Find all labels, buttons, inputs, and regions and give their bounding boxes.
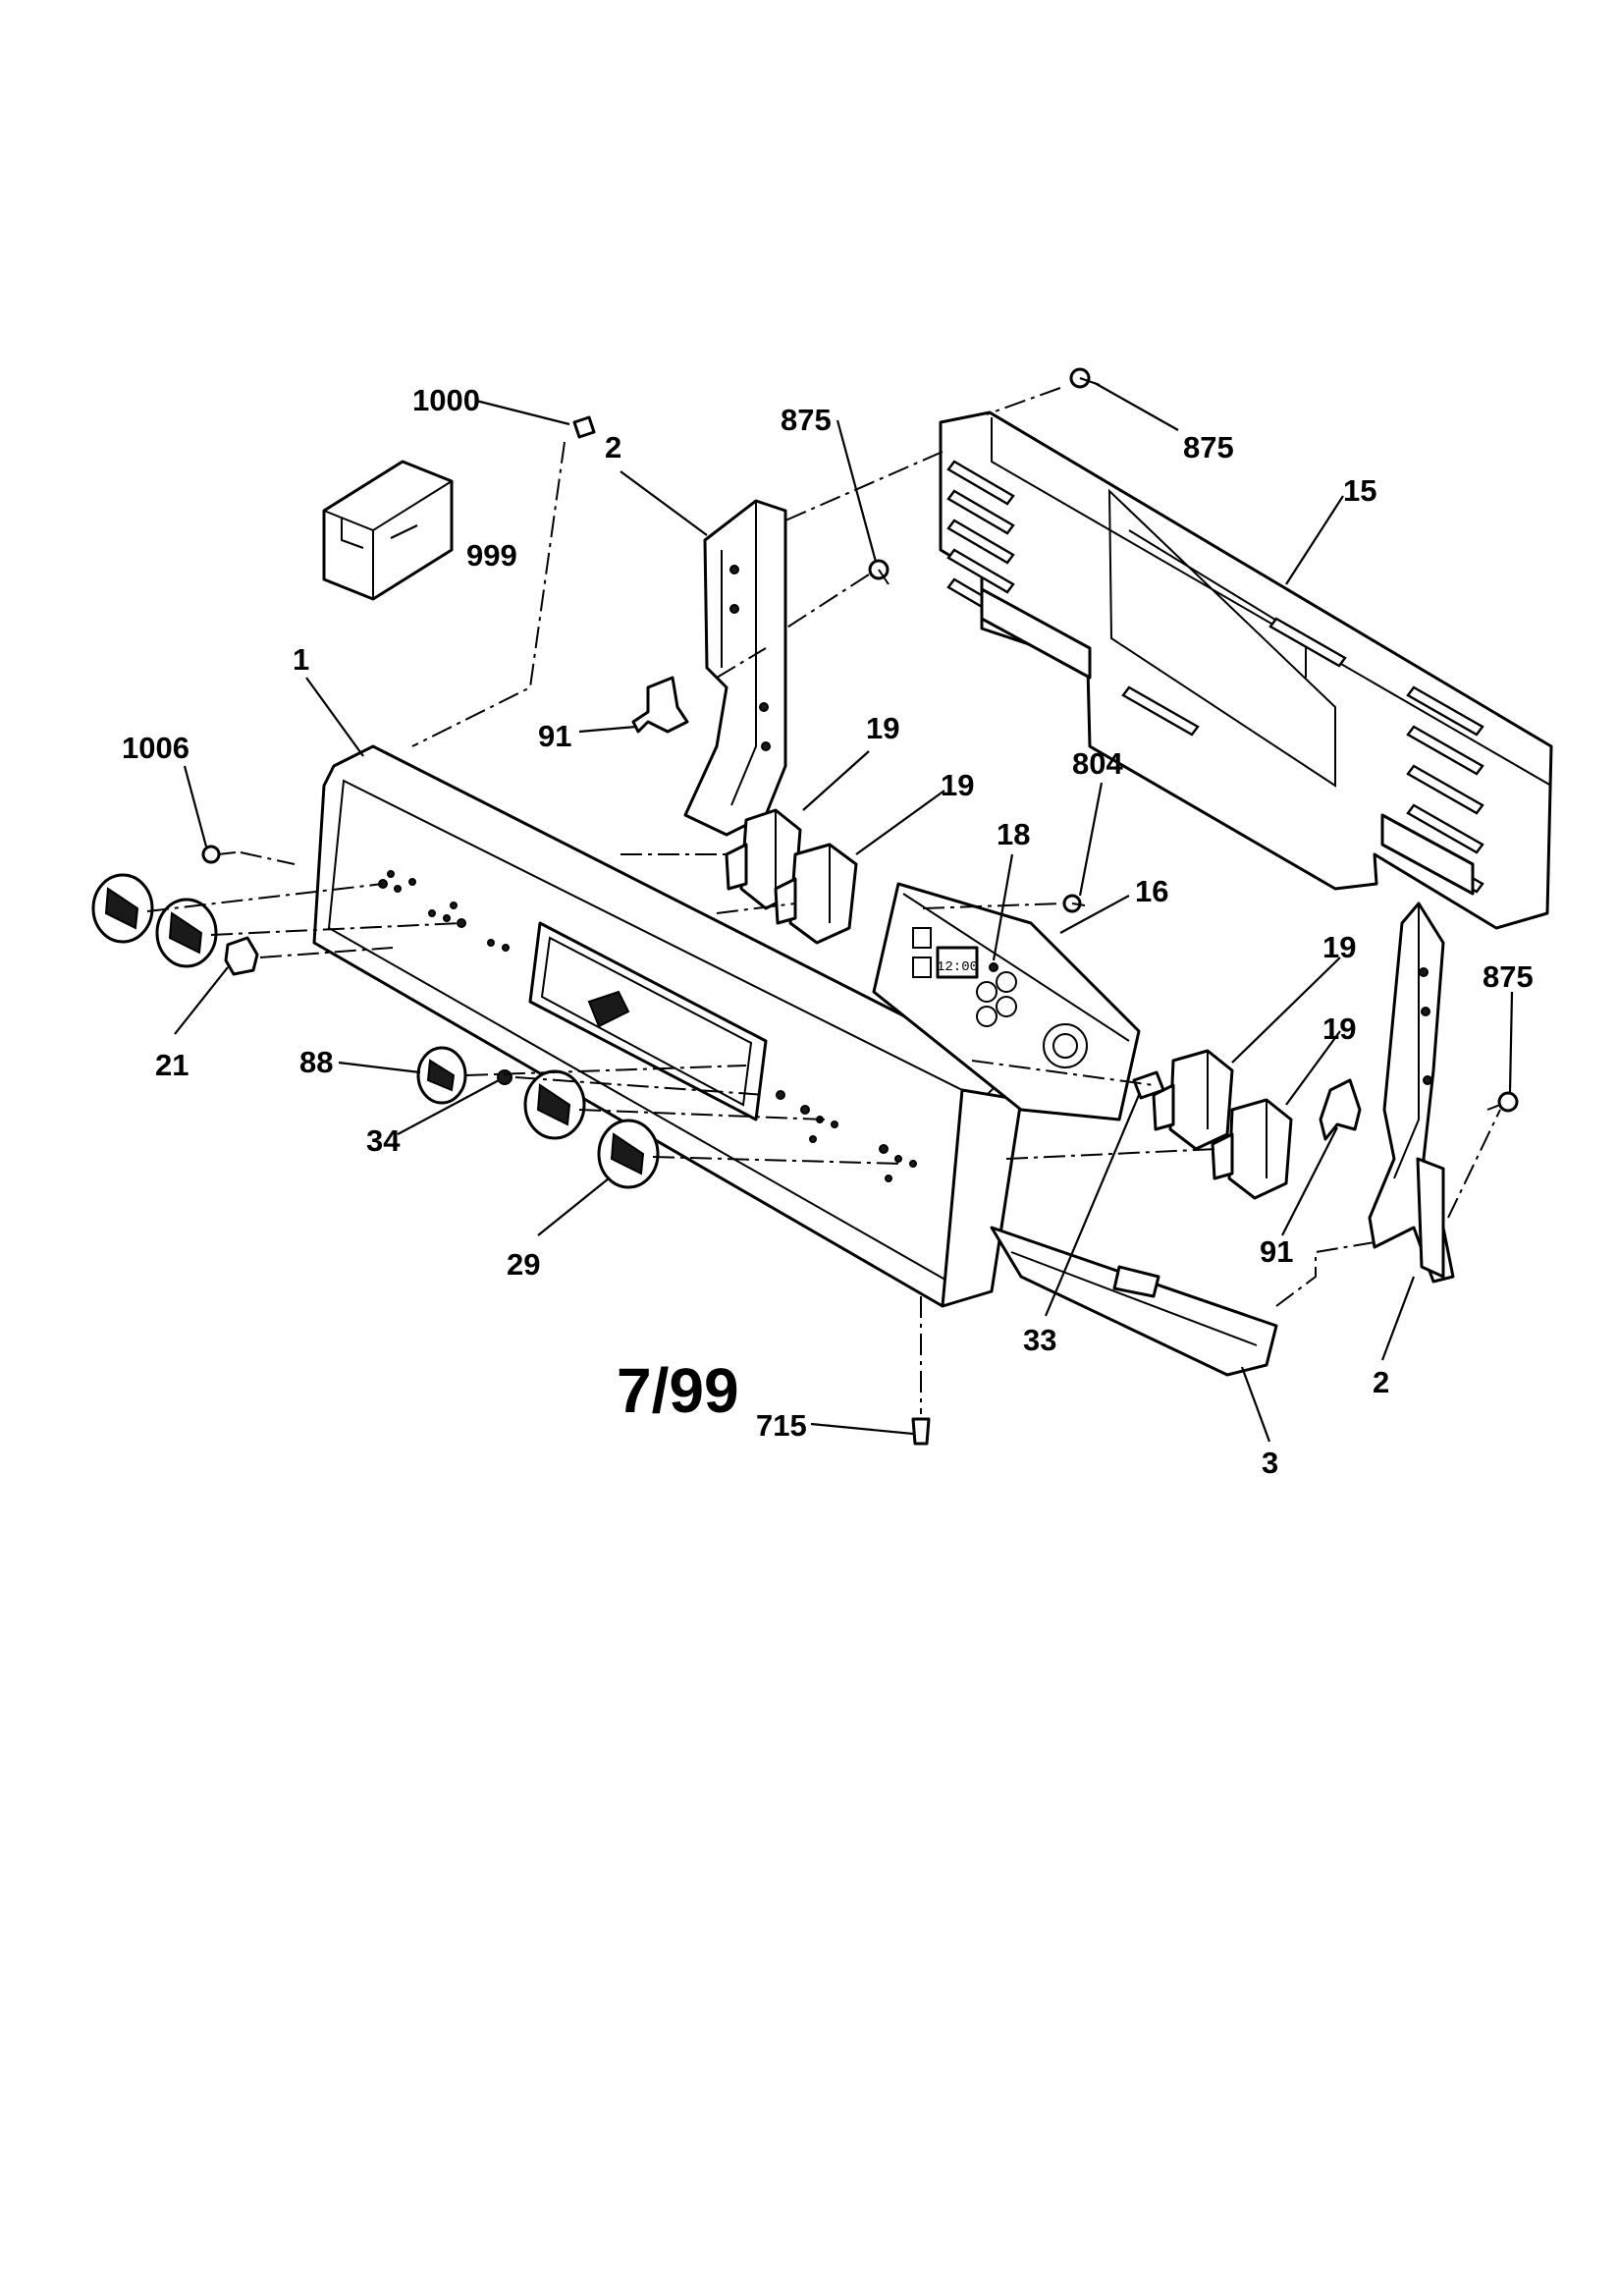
callout-715: 715 xyxy=(756,1408,807,1443)
knob-29-b xyxy=(155,898,218,968)
main-backguard-panel xyxy=(312,744,1023,1308)
bracket-right xyxy=(1319,1078,1362,1141)
bulb-18 xyxy=(989,962,998,972)
callout-19-a: 19 xyxy=(866,711,899,745)
callout-15: 15 xyxy=(1343,473,1376,508)
knob-88 xyxy=(416,1046,467,1105)
callout-804: 804 xyxy=(1072,746,1123,781)
indicator-light-34 xyxy=(497,1069,512,1085)
callout-19-b: 19 xyxy=(941,768,974,802)
screw-715 xyxy=(911,1417,931,1446)
callout-3: 3 xyxy=(1262,1446,1278,1480)
callout-875-right: 875 xyxy=(1483,959,1534,994)
revision-date: 7/99 xyxy=(617,1355,739,1426)
bracket-left xyxy=(631,676,689,734)
left-endcap xyxy=(683,499,787,837)
callout-19-c: 19 xyxy=(1322,930,1356,964)
callout-29: 29 xyxy=(507,1247,540,1282)
callout-1000: 1000 xyxy=(412,383,480,417)
callout-91-left: 91 xyxy=(538,719,571,753)
knob-29-c xyxy=(523,1069,586,1140)
callout-34: 34 xyxy=(366,1123,401,1158)
screw-875-mid xyxy=(868,559,890,585)
knob-29-d xyxy=(597,1119,660,1189)
screw-875-top xyxy=(1069,367,1101,389)
screw-804 xyxy=(1062,894,1086,913)
callout-21: 21 xyxy=(155,1048,189,1082)
callout-875-top: 875 xyxy=(1183,430,1234,465)
callout-88: 88 xyxy=(299,1045,333,1079)
literature-box xyxy=(322,460,454,601)
bottom-trim-strip xyxy=(990,1226,1278,1377)
callout-875-mid: 875 xyxy=(781,403,832,437)
infinite-switch-d xyxy=(1211,1098,1293,1200)
clock-display-digits: 12:00 xyxy=(937,959,978,975)
callout-2-top: 2 xyxy=(605,430,621,465)
screw-1006 xyxy=(201,845,237,864)
knob-29-a xyxy=(91,873,154,944)
callout-33: 33 xyxy=(1023,1323,1056,1357)
callout-19-d: 19 xyxy=(1322,1011,1356,1046)
right-endcap xyxy=(1368,902,1455,1284)
callout-16: 16 xyxy=(1135,874,1168,908)
callout-leaders xyxy=(174,382,1514,1443)
electronic-control-board: 12:00 xyxy=(872,882,1141,1121)
infinite-switch-c xyxy=(1152,1049,1234,1151)
callout-2-right: 2 xyxy=(1373,1365,1389,1399)
callout-18: 18 xyxy=(997,817,1030,851)
assembly-lines xyxy=(146,387,1501,1414)
callout-91-right: 91 xyxy=(1260,1234,1293,1269)
screw-875-right xyxy=(1486,1091,1519,1113)
callout-999: 999 xyxy=(466,538,517,573)
callout-labels: 1000 999 2 875 875 15 1 91 19 19 804 18 … xyxy=(122,383,1534,1480)
callout-1: 1 xyxy=(293,642,309,677)
rear-cover-panel xyxy=(939,410,1553,930)
callout-1006: 1006 xyxy=(122,731,189,765)
switch-21 xyxy=(224,936,259,976)
infinite-switch-b xyxy=(774,843,858,945)
screw-1000 xyxy=(572,415,596,439)
